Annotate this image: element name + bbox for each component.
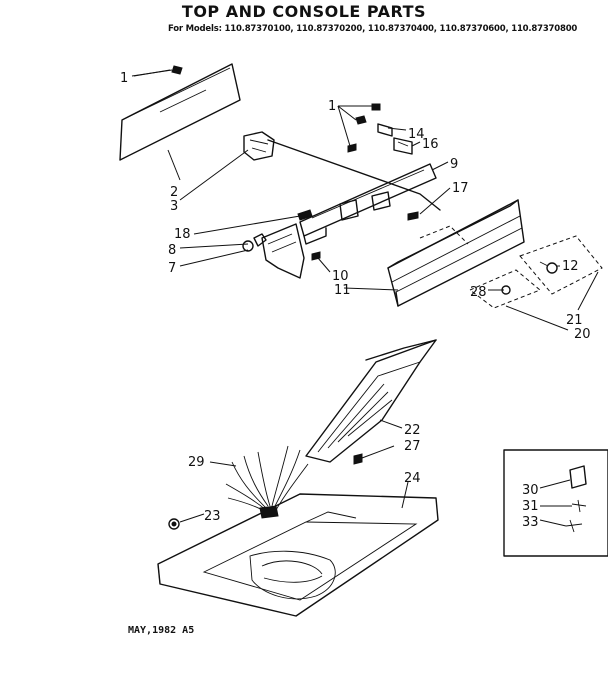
models-line: For Models: 110.87370100, 110.87370200, … [168, 24, 578, 34]
callout-14: 14 [408, 127, 425, 142]
switch-parts-14-16 [347, 103, 413, 155]
callout-2: 2 [170, 185, 178, 200]
callout-28: 28 [470, 285, 487, 300]
callout-31: 31 [522, 499, 539, 514]
callout-30: 30 [522, 483, 539, 498]
lens-assembly-part [519, 235, 603, 295]
panel-plate-part [119, 63, 241, 161]
callout-8: 8 [168, 243, 176, 258]
callout-33: 33 [522, 515, 539, 530]
callout-16: 16 [422, 137, 439, 152]
callout-labels: 1 2 3 1 14 16 9 17 18 8 7 10 11 12 28 21… [120, 71, 591, 530]
callout-20: 20 [574, 327, 591, 342]
callout-22: 22 [404, 423, 421, 438]
callout-11: 11 [334, 283, 351, 298]
leader-lines [133, 69, 599, 527]
console-part [387, 199, 525, 307]
callout-23: 23 [204, 509, 221, 524]
callout-18: 18 [174, 227, 191, 242]
callout-12: 12 [562, 259, 579, 274]
callout-17: 17 [452, 181, 469, 196]
wire-harness-part [225, 445, 336, 600]
callout-27: 27 [404, 439, 421, 454]
callout-24: 24 [404, 471, 421, 486]
console-connector-line [419, 225, 469, 245]
diagram-title: TOP AND CONSOLE PARTS [181, 2, 427, 21]
small-parts-box [503, 449, 608, 557]
callout-21: 21 [566, 313, 583, 328]
footer-date-code: MAY,1982 A5 [128, 625, 195, 636]
switch-block-part [243, 131, 441, 211]
top-panel-part [157, 493, 439, 617]
lint-filter-part [305, 339, 437, 463]
callout-1-screws: 1 [328, 99, 336, 114]
grommet-23-part [168, 518, 180, 530]
callout-29: 29 [188, 455, 205, 470]
callout-3: 3 [170, 199, 178, 214]
callout-1-panel: 1 [120, 71, 128, 86]
callout-10: 10 [332, 269, 349, 284]
callout-9: 9 [450, 157, 458, 172]
knob-parts-7-8-18 [242, 209, 321, 279]
screw-27-part [353, 453, 363, 465]
screw-17-part [407, 211, 419, 221]
console-bracket-part [299, 163, 437, 245]
callout-7: 7 [168, 261, 176, 276]
